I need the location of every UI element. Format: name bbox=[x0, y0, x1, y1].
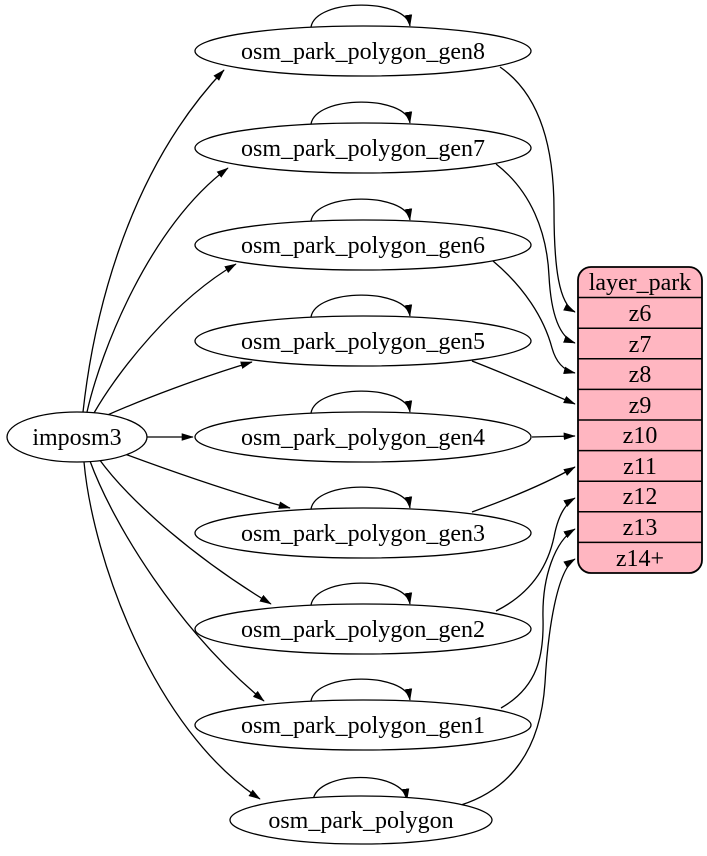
imposm3-label: imposm3 bbox=[32, 425, 121, 451]
edge-imposm3-to-gen5 bbox=[102, 361, 253, 418]
gen6-ellipse bbox=[194, 219, 532, 271]
node-osm-park-polygon-gen3: osm_park_polygon_gen3 bbox=[194, 507, 532, 559]
row-z6: z6 bbox=[629, 301, 652, 327]
gen7-ellipse bbox=[194, 122, 532, 174]
gen4-ellipse bbox=[194, 411, 532, 463]
edge-imposm3-to-polygon bbox=[83, 461, 261, 800]
gen8-ellipse bbox=[194, 25, 532, 77]
self-loop-gen2 bbox=[310, 582, 413, 606]
node-osm-park-polygon-gen5: osm_park_polygon_gen5 bbox=[194, 315, 532, 367]
gen1-ellipse bbox=[194, 699, 532, 751]
gen3-ellipse bbox=[194, 507, 532, 559]
polygon-ellipse bbox=[229, 795, 493, 845]
self-loop-gen3 bbox=[310, 486, 413, 510]
gen3-label: osm_park_polygon_gen3 bbox=[241, 521, 485, 547]
row-z8: z8 bbox=[629, 362, 652, 388]
self-loop-gen8 bbox=[310, 4, 413, 28]
gen8-label: osm_park_polygon_gen8 bbox=[241, 39, 485, 65]
self-loop-gen5 bbox=[310, 294, 413, 318]
row-z7: z7 bbox=[629, 332, 652, 358]
edge-gen4-to-z10 bbox=[531, 432, 576, 441]
self-loop-polygon bbox=[312, 776, 410, 801]
node-osm-park-polygon-gen1: osm_park_polygon_gen1 bbox=[194, 699, 532, 751]
row-z11: z11 bbox=[623, 454, 657, 480]
node-osm-park-polygon-gen8: osm_park_polygon_gen8 bbox=[194, 25, 532, 77]
self-loop-gen6 bbox=[310, 198, 413, 222]
edge-imposm3-to-gen7 bbox=[86, 167, 229, 413]
edge-gen7-to-z7 bbox=[495, 163, 576, 344]
row-z10: z10 bbox=[623, 423, 658, 449]
row-z13: z13 bbox=[623, 515, 658, 541]
node-osm-park-polygon: osm_park_polygon bbox=[229, 795, 493, 845]
edge-imposm3-to-gen1 bbox=[89, 460, 265, 702]
gen1-label: osm_park_polygon_gen1 bbox=[241, 713, 485, 739]
node-osm-park-polygon-gen7: osm_park_polygon_gen7 bbox=[194, 122, 532, 174]
self-loop-gen4 bbox=[310, 390, 413, 414]
row-z12: z12 bbox=[623, 484, 658, 510]
node-imposm3: imposm3 bbox=[6, 411, 148, 463]
gen2-label: osm_park_polygon_gen2 bbox=[241, 617, 485, 643]
gen6-label: osm_park_polygon_gen6 bbox=[241, 233, 485, 259]
edge-imposm3-to-gen6 bbox=[93, 263, 237, 414]
polygon-label: osm_park_polygon bbox=[268, 808, 453, 834]
edge-imposm3-to-gen8 bbox=[82, 69, 225, 413]
gen5-ellipse bbox=[194, 315, 532, 367]
edge-imposm3-to-gen2 bbox=[98, 458, 272, 605]
node-osm-park-polygon-gen2: osm_park_polygon_gen2 bbox=[194, 603, 532, 655]
gen2-ellipse bbox=[194, 603, 532, 655]
node-osm-park-polygon-gen6: osm_park_polygon_gen6 bbox=[194, 219, 532, 271]
edge-gen6-to-z8 bbox=[492, 260, 576, 374]
row-z9: z9 bbox=[629, 393, 652, 419]
edge-gen3-to-z11 bbox=[471, 466, 576, 513]
edge-imposm3-to-gen3 bbox=[121, 452, 291, 509]
row-z14plus: z14+ bbox=[616, 546, 664, 572]
gen4-label: osm_park_polygon_gen4 bbox=[241, 425, 485, 451]
imposm3-ellipse bbox=[6, 411, 148, 463]
layer-park-title: layer_park bbox=[589, 270, 692, 296]
edge-polygon-to-z14 bbox=[460, 558, 576, 806]
self-loop-gen7 bbox=[310, 101, 413, 125]
edge-gen1-to-z13 bbox=[500, 528, 576, 709]
node-osm-park-polygon-gen4: osm_park_polygon_gen4 bbox=[194, 411, 532, 463]
gen5-label: osm_park_polygon_gen5 bbox=[241, 329, 485, 355]
node-layer-park: layer_park z6 z7 z8 z9 z10 z11 z12 z13 z… bbox=[577, 266, 703, 574]
edge-gen2-to-z12 bbox=[495, 497, 576, 612]
edge-gen5-to-z9 bbox=[471, 360, 576, 405]
self-loop-gen1 bbox=[310, 678, 413, 702]
gen7-label: osm_park_polygon_gen7 bbox=[241, 136, 485, 162]
edge-gen8-to-z6 bbox=[499, 66, 576, 313]
